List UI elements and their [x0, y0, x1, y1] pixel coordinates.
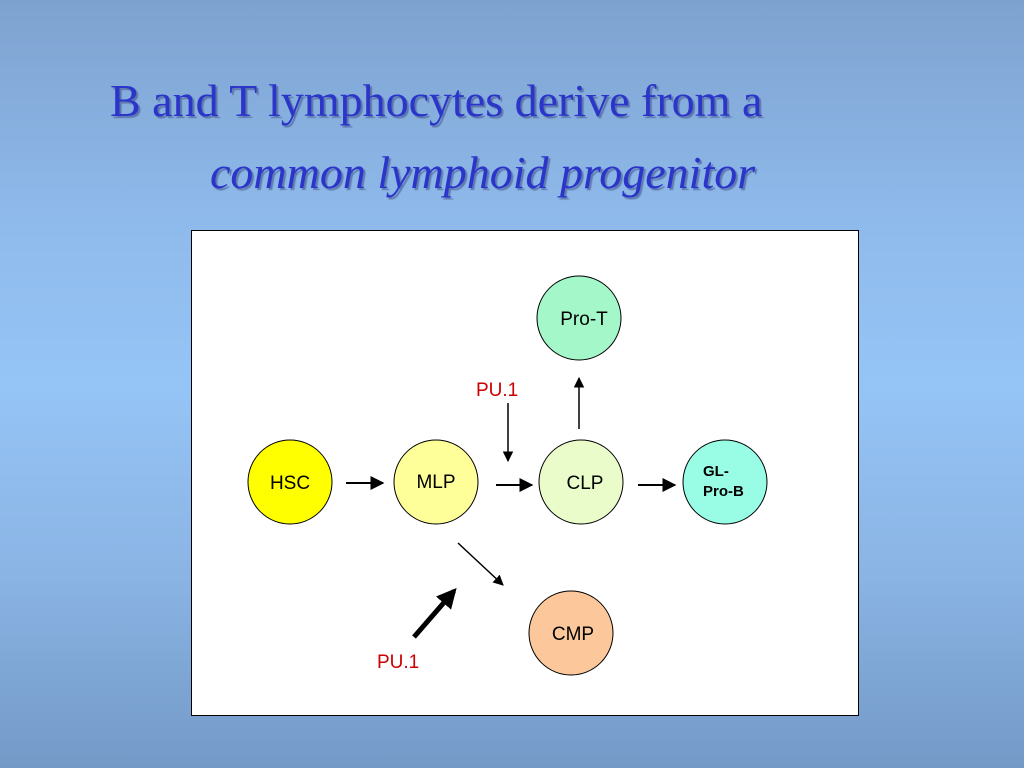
node-pro-t-label: Pro-T [560, 309, 608, 330]
title-line-1: B and T lymphocytes derive from a [110, 75, 763, 126]
node-gl-pro-b-label-line2: Pro-B [703, 483, 744, 500]
diagram-panel: HSC MLP CLP Pro-T GL- Pro-B CMP [191, 230, 859, 716]
node-mlp-label: MLP [416, 472, 455, 493]
node-pro-t: Pro-T [536, 275, 622, 361]
node-clp-label: CLP [567, 473, 604, 494]
pu1-label-bottom: PU.1 [377, 652, 419, 673]
node-gl-pro-b-label-line1: GL- [703, 463, 729, 480]
lineage-diagram: HSC MLP CLP Pro-T GL- Pro-B CMP [247, 275, 768, 676]
node-hsc-circle [247, 439, 333, 525]
node-gl-pro-b: GL- Pro-B [682, 439, 768, 525]
node-pro-t-circle [536, 275, 622, 361]
node-mlp: MLP [393, 439, 479, 525]
node-cmp: CMP [528, 590, 614, 676]
arrow-pu1-bold [412, 587, 457, 639]
arrow-mlp-to-cmp [457, 542, 504, 586]
node-gl-pro-b-circle [682, 439, 768, 525]
node-clp: CLP [538, 439, 624, 525]
title-line-2: common lymphoid progenitor [210, 147, 756, 198]
pu1-label-top: PU.1 [476, 380, 518, 401]
node-cmp-circle [528, 590, 614, 676]
node-hsc-label: HSC [270, 473, 310, 494]
node-hsc: HSC [247, 439, 333, 525]
node-clp-circle [538, 439, 624, 525]
node-mlp-circle [393, 439, 479, 525]
node-cmp-label: CMP [552, 624, 594, 645]
